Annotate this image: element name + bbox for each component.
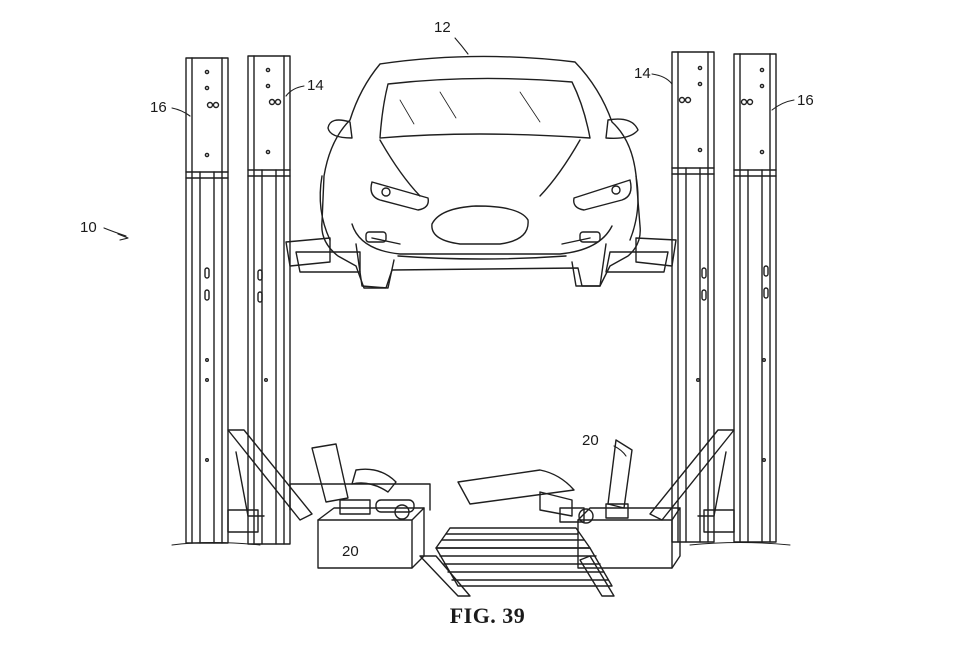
vehicle — [319, 55, 641, 289]
ref-label-system: 10 — [80, 219, 97, 236]
ref-label-outer-post-right: 16 — [797, 92, 814, 109]
ref-label-tool-unit-right: 20 — [582, 432, 599, 449]
wheel-right — [571, 243, 607, 287]
tool-unit-left — [289, 443, 431, 569]
headlight-left — [370, 181, 429, 211]
ref-label-outer-post-left: 16 — [150, 99, 167, 116]
brace-right — [649, 429, 735, 533]
tool-unit-right — [457, 439, 681, 569]
side-mirror-left — [327, 119, 353, 139]
ref-label-inner-post-right: 14 — [634, 65, 651, 82]
headlight-right — [573, 179, 632, 211]
inner-post-left — [247, 55, 291, 545]
ref-label-vehicle: 12 — [434, 19, 451, 36]
ref-label-tool-unit-left: 20 — [342, 543, 359, 560]
outer-post-right — [733, 53, 777, 543]
windshield — [379, 77, 591, 139]
lift-arms — [285, 237, 677, 273]
leader-lines — [103, 37, 795, 457]
inner-post-right — [671, 51, 715, 543]
brace-left — [227, 429, 313, 533]
side-mirror-right — [605, 118, 639, 140]
center-conveyor — [419, 527, 615, 597]
ref-label-inner-post-left: 14 — [307, 77, 324, 94]
figure-caption: FIG. 39 — [449, 603, 526, 628]
outer-post-left — [185, 57, 229, 544]
wheel-left — [355, 243, 395, 289]
front-nose — [431, 205, 529, 245]
